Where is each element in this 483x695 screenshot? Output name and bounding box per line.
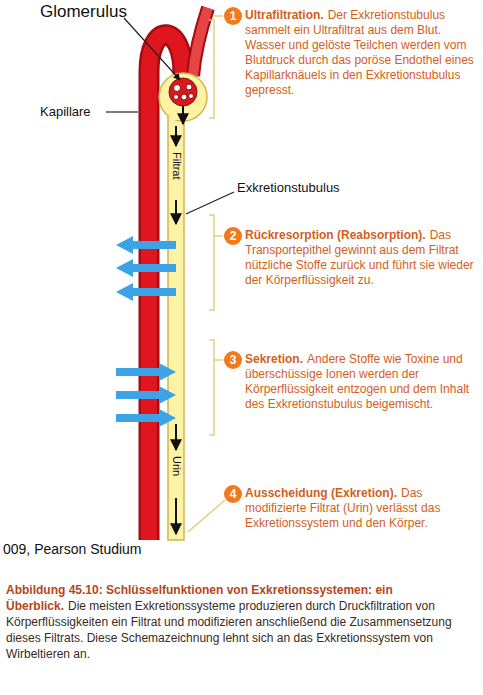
- callout-number: 1: [230, 10, 237, 22]
- callout-text: Ultrafiltration.Der Exkretionstubulus sa…: [245, 8, 475, 98]
- figure-caption: Abbildung 45.10: Schlüsselfunktionen von…: [6, 582, 476, 662]
- part-label: Exkretionstubulus: [237, 180, 340, 195]
- callout-text: Ausscheidung (Exkretion).Das modifiziert…: [245, 486, 475, 531]
- callout-heading: Sekretion.: [245, 352, 303, 366]
- callout-number: 4: [230, 488, 237, 500]
- leader-line: [106, 18, 234, 214]
- bracket: [188, 16, 225, 532]
- callout-heading: Ausscheidung (Exkretion).: [245, 486, 397, 500]
- callout-text: Rückresorption (Reabsorption).Das Transp…: [245, 228, 475, 288]
- callout-number: 2: [230, 230, 237, 242]
- callout-heading: Ultrafiltration.: [245, 8, 324, 22]
- excretion-tubule: [168, 112, 184, 540]
- part-label: Glomerulus: [40, 2, 127, 21]
- flow-label: Urin: [170, 456, 183, 476]
- callout-circle: 1: [224, 7, 242, 25]
- part-label: Kapillare: [40, 104, 91, 119]
- callout-circle: 4: [224, 485, 242, 503]
- copyright-note: 009, Pearson Studium: [0, 540, 145, 558]
- flow-label: Filtrat: [170, 152, 183, 180]
- caption-text: Die meisten Exkretionssysteme produziere…: [6, 599, 452, 661]
- callout-number: 3: [230, 354, 237, 366]
- transport-arrow: [116, 236, 176, 427]
- callout-heading: Rückresorption (Reabsorption).: [245, 228, 426, 242]
- capillary: [149, 8, 208, 540]
- callout-circle: 2: [224, 227, 242, 245]
- callout-text: Sekretion.Andere Stoffe wie Toxine und ü…: [245, 352, 475, 412]
- callout-circle: 3: [224, 351, 242, 369]
